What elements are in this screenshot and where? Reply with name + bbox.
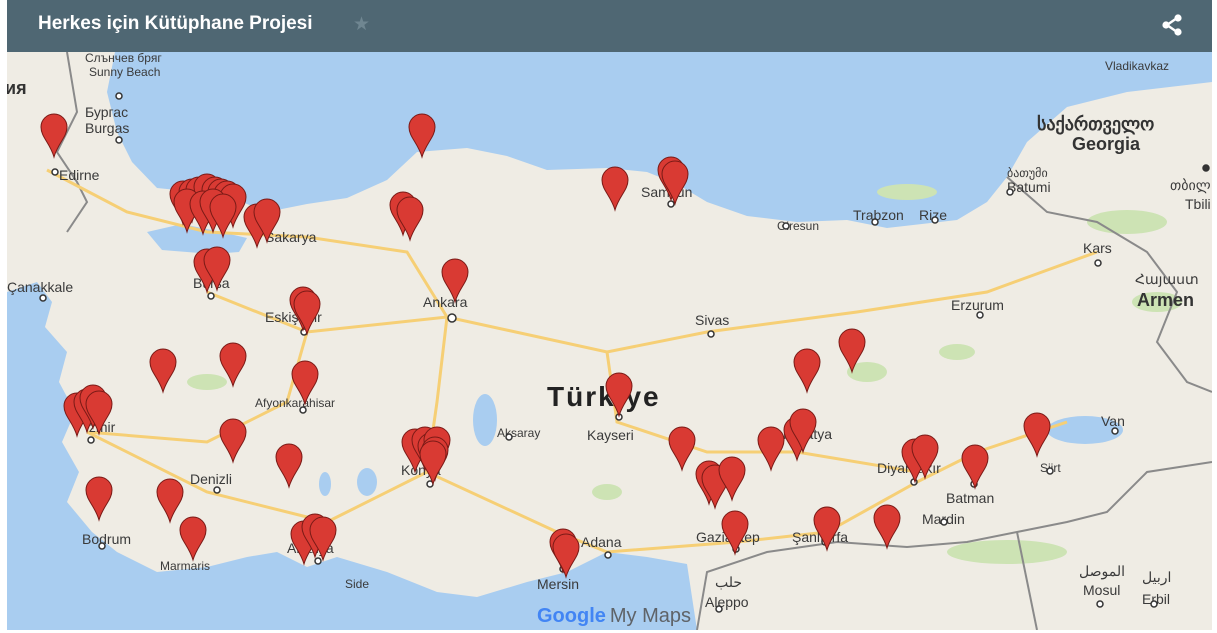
label-giresun: Giresun: [777, 219, 819, 233]
label-burgas: Burgas: [85, 120, 129, 136]
star-icon[interactable]: ★: [353, 13, 371, 35]
label-trabzon: Trabzon: [853, 207, 904, 223]
map-pin[interactable]: [873, 504, 901, 550]
map-pin[interactable]: [1023, 412, 1051, 458]
label-armenia: Armen: [1137, 290, 1194, 310]
map-pin[interactable]: [838, 328, 866, 374]
map-pin[interactable]: [961, 444, 989, 490]
map-pin[interactable]: [601, 166, 629, 212]
label-aksaray: Aksaray: [497, 426, 540, 440]
pin-layer[interactable]: [40, 113, 1051, 579]
map-pin[interactable]: [813, 506, 841, 552]
label-marmaris: Marmaris: [160, 559, 210, 573]
map-pin[interactable]: [552, 533, 580, 579]
label-van: Van: [1101, 413, 1125, 429]
black-sea: [107, 52, 1212, 228]
map-pin[interactable]: [203, 246, 231, 292]
label-armenia-arm: Հայաստ: [1135, 271, 1199, 287]
map-pin[interactable]: [253, 198, 281, 244]
map-pin[interactable]: [209, 193, 237, 239]
label-burgas-cyr: Бургас: [85, 104, 128, 120]
vegetation: [187, 184, 1182, 564]
map-pin[interactable]: [441, 258, 469, 304]
label-bulgaria-partial: ия: [7, 78, 27, 98]
aegean-sea: [7, 282, 157, 572]
label-batumi-geo: ბათუმი: [1007, 166, 1048, 180]
map-pin[interactable]: [661, 160, 689, 206]
label-sivas: Sivas: [695, 312, 729, 328]
map-pin[interactable]: [293, 290, 321, 336]
map-pin[interactable]: [291, 360, 319, 406]
lake-tuz: [473, 394, 497, 446]
map-pin[interactable]: [40, 113, 68, 159]
city-dots: [39, 92, 1210, 613]
label-erbil: Erbil: [1142, 591, 1170, 607]
label-mersin: Mersin: [537, 576, 579, 592]
label-mosul-ar: الموصل: [1079, 563, 1125, 580]
label-mosul: Mosul: [1083, 582, 1120, 598]
label-aleppo-ar: حلب: [715, 574, 742, 590]
map-labels: Слънчев бряг Sunny Beach Бургас Burgas и…: [7, 52, 1211, 610]
map-pin[interactable]: [793, 348, 821, 394]
label-canakkale: Çanakkale: [7, 279, 73, 295]
label-sakarya: Sakarya: [265, 229, 317, 245]
label-ankara: Ankara: [423, 294, 468, 310]
lake-egirdir: [319, 472, 331, 496]
map-pin[interactable]: [156, 478, 184, 524]
map-pin[interactable]: [219, 342, 247, 388]
map-pin[interactable]: [668, 426, 696, 472]
map-header: Herkes için Kütüphane Projesi ★: [7, 0, 1212, 52]
label-bodrum: Bodrum: [82, 531, 131, 547]
map-pin[interactable]: [718, 456, 746, 502]
label-denizli: Denizli: [190, 471, 232, 487]
label-kars: Kars: [1083, 240, 1112, 256]
map-pin[interactable]: [309, 516, 337, 562]
map-pin[interactable]: [85, 476, 113, 522]
sea-of-marmara: [147, 224, 247, 254]
country-borders: [55, 52, 1212, 630]
label-batman: Batman: [946, 490, 994, 506]
label-edirne: Edirne: [59, 167, 100, 183]
label-vladikavkaz: Vladikavkaz: [1105, 59, 1169, 73]
label-side: Side: [345, 577, 369, 591]
map-title: Herkes için Kütüphane Projesi: [38, 13, 313, 34]
map-pin[interactable]: [219, 418, 247, 464]
map-pin[interactable]: [408, 113, 436, 159]
label-kayseri: Kayseri: [587, 427, 634, 443]
label-adana: Adana: [581, 534, 622, 550]
label-aleppo: Aleppo: [705, 594, 749, 610]
label-afyonkarahisar: Afyonkarahisar: [255, 396, 335, 410]
label-erbil-ar: اربيل: [1142, 569, 1171, 586]
label-tbilisi-geo: თბილ: [1170, 177, 1211, 194]
label-rize: Rize: [919, 207, 947, 223]
label-tbilisi: Tbili: [1185, 196, 1211, 212]
map-pin[interactable]: [396, 196, 424, 242]
lake-beysehir: [357, 468, 377, 496]
share-icon[interactable]: [1159, 12, 1185, 38]
label-batumi: Batumi: [1007, 179, 1051, 195]
map-pin[interactable]: [789, 408, 817, 454]
label-georgia-geo: საქართველო: [1037, 114, 1154, 135]
map-pin[interactable]: [179, 516, 207, 562]
map-pin[interactable]: [275, 443, 303, 489]
map-pin[interactable]: [605, 372, 633, 418]
map-pin[interactable]: [911, 434, 939, 480]
mediterranean-sea: [7, 552, 697, 630]
label-georgia: Georgia: [1072, 134, 1141, 154]
label-sunny-beach-cyr: Слънчев бряг: [85, 52, 162, 65]
map-pin[interactable]: [85, 390, 113, 436]
map-pin[interactable]: [757, 426, 785, 472]
map-pin[interactable]: [721, 510, 749, 556]
map-pin[interactable]: [149, 348, 177, 394]
map-pin[interactable]: [419, 440, 447, 486]
label-erzurum: Erzurum: [951, 297, 1004, 313]
map-canvas[interactable]: Слънчев бряг Sunny Beach Бургас Burgas и…: [7, 52, 1212, 630]
country-label: Türkiye: [547, 381, 661, 412]
label-sunny-beach: Sunny Beach: [89, 65, 160, 79]
